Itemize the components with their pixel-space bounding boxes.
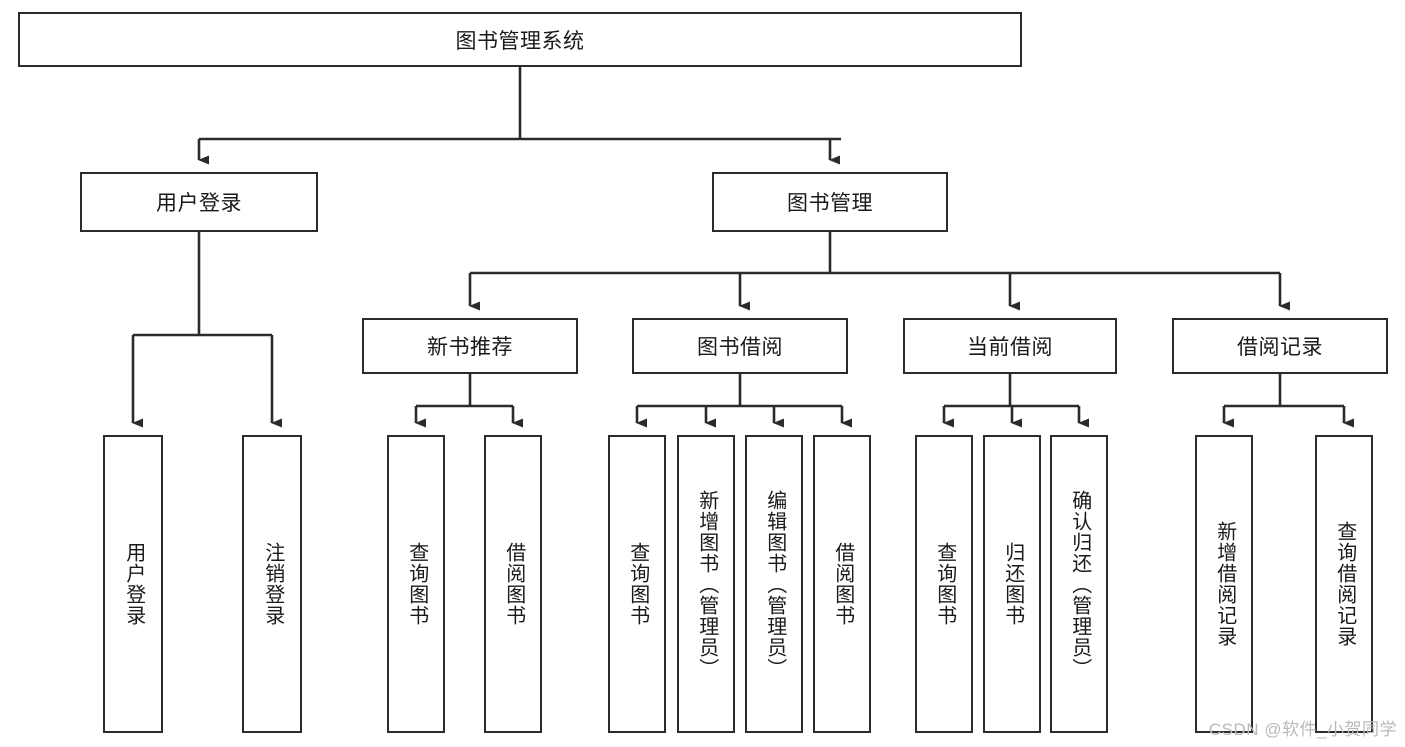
node-leaf-12[interactable]: 新增借阅记录 — [1195, 435, 1253, 733]
node-leaf-1[interactable]: 用户登录 — [103, 435, 163, 733]
node-label: 借阅图书 — [831, 542, 854, 626]
node-label: 确认归还（管理员） — [1068, 489, 1091, 679]
node-label: 图书借阅 — [697, 336, 783, 359]
node-leaf-4[interactable]: 借阅图书 — [484, 435, 542, 733]
node-label: 图书管理系统 — [455, 29, 585, 53]
node-level3-3[interactable]: 当前借阅 — [903, 318, 1117, 374]
node-leaf-7[interactable]: 编辑图书（管理员） — [745, 435, 803, 733]
node-leaf-3[interactable]: 查询图书 — [387, 435, 445, 733]
node-level3-4[interactable]: 借阅记录 — [1172, 318, 1388, 374]
node-level2-2[interactable]: 图书管理 — [712, 172, 948, 232]
node-leaf-13[interactable]: 查询借阅记录 — [1315, 435, 1373, 733]
node-label: 新书推荐 — [427, 336, 513, 359]
node-label: 借阅图书 — [502, 542, 525, 626]
node-level3-2[interactable]: 图书借阅 — [632, 318, 848, 374]
node-label: 编辑图书（管理员） — [763, 489, 786, 679]
node-label: 查询图书 — [933, 542, 956, 626]
node-label: 用户登录 — [122, 542, 145, 626]
node-label: 查询图书 — [626, 542, 649, 626]
node-level3-1[interactable]: 新书推荐 — [362, 318, 578, 374]
node-label: 归还图书 — [1001, 542, 1024, 626]
node-label: 借阅记录 — [1237, 336, 1323, 359]
node-label: 图书管理 — [787, 192, 873, 215]
node-label: 新增图书（管理员） — [695, 489, 718, 679]
node-label: 当前借阅 — [967, 336, 1053, 359]
node-leaf-6[interactable]: 新增图书（管理员） — [677, 435, 735, 733]
node-label: 查询图书 — [405, 542, 428, 626]
node-root-1[interactable]: 图书管理系统 — [18, 12, 1022, 67]
node-leaf-9[interactable]: 查询图书 — [915, 435, 973, 733]
node-leaf-11[interactable]: 确认归还（管理员） — [1050, 435, 1108, 733]
node-label: 用户登录 — [156, 192, 242, 215]
node-leaf-2[interactable]: 注销登录 — [242, 435, 302, 733]
node-leaf-8[interactable]: 借阅图书 — [813, 435, 871, 733]
node-leaf-10[interactable]: 归还图书 — [983, 435, 1041, 733]
node-label: 新增借阅记录 — [1213, 521, 1236, 647]
node-leaf-5[interactable]: 查询图书 — [608, 435, 666, 733]
node-level2-1[interactable]: 用户登录 — [80, 172, 318, 232]
node-label: 查询借阅记录 — [1333, 521, 1356, 647]
node-label: 注销登录 — [261, 542, 284, 626]
